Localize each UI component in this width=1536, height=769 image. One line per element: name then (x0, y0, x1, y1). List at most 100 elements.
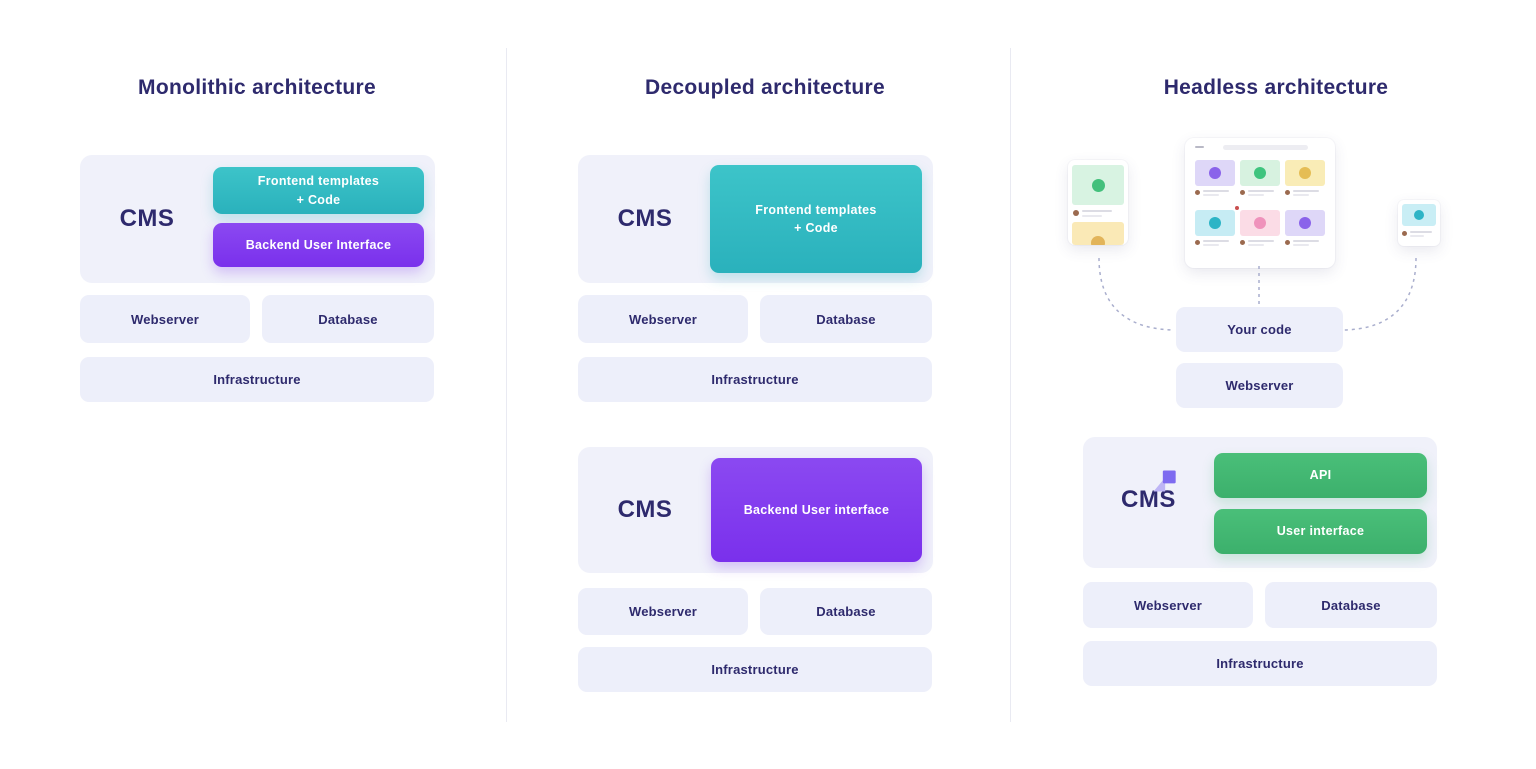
decoupled-frontend-cms-block: CMS Frontend templates + Code (578, 155, 933, 283)
cms-label: CMS (1121, 486, 1176, 513)
connector-right (1343, 257, 1417, 331)
cursor-dot-icon (1235, 206, 1239, 210)
image-tile (1240, 160, 1280, 186)
connector-lines (1098, 257, 1417, 331)
backend-ui-box: Backend User interface (711, 458, 922, 562)
cms-label: CMS (617, 496, 673, 523)
infrastructure-label: Infrastructure (711, 372, 799, 387)
infrastructure-label: Infrastructure (711, 662, 799, 677)
text-line (1410, 235, 1424, 237)
menu-icon (1195, 146, 1204, 148)
text-line (1203, 244, 1219, 246)
image-placeholder-icon (1299, 217, 1311, 229)
backend-label: Backend User interface (743, 502, 890, 517)
avatar (1073, 210, 1079, 216)
webserver-chip: Webserver (80, 295, 250, 343)
infrastructure-label: Infrastructure (213, 372, 301, 387)
webserver-label: Webserver (628, 311, 698, 327)
text-line (1293, 194, 1309, 196)
avatar (1240, 240, 1245, 245)
text-line (1293, 240, 1319, 242)
text-line (1082, 215, 1102, 217)
backend-ui-box: Backend User Interface (213, 223, 424, 267)
infrastructure-chip: Infrastructure (80, 357, 434, 402)
your-code-label: Your code (1227, 322, 1292, 337)
database-chip: Database (760, 588, 932, 635)
database-chip: Database (1265, 582, 1437, 628)
webserver-chip: Webserver (578, 295, 748, 343)
avatar (1285, 240, 1290, 245)
image-placeholder-icon (1254, 167, 1266, 179)
image-tile (1402, 204, 1436, 226)
column-divider (506, 48, 507, 722)
infrastructure-chip: Infrastructure (578, 647, 932, 692)
cms-logo-icon (1153, 470, 1176, 492)
image-tile (1240, 210, 1280, 236)
webserver-top-chip: Webserver (1176, 363, 1343, 408)
database-chip: Database (262, 295, 434, 343)
api-box: API (1214, 453, 1427, 498)
connector-left (1098, 257, 1175, 331)
search-bar (1223, 145, 1308, 150)
database-chip: Database (760, 295, 932, 343)
image-placeholder-icon (1209, 217, 1221, 229)
image-placeholder-icon (1092, 179, 1105, 192)
text-line (1293, 244, 1309, 246)
text-line (1293, 190, 1319, 192)
image-placeholder-icon (1091, 236, 1105, 245)
webserver-label: Webserver (1225, 378, 1294, 393)
backend-label: Backend User Interface (245, 237, 392, 252)
monolithic-cms-block: CMS Frontend templates + Code Backend Us… (80, 155, 435, 283)
text-line (1248, 194, 1264, 196)
database-label: Database (318, 311, 378, 327)
text-line (1248, 190, 1274, 192)
database-label: Database (1321, 597, 1381, 613)
image-tile (1285, 210, 1325, 236)
infrastructure-chip: Infrastructure (1083, 641, 1437, 686)
webserver-chip: Webserver (578, 588, 748, 635)
image-tile (1072, 222, 1124, 245)
phone-mockup-icon (1068, 160, 1128, 245)
avatar (1402, 231, 1407, 236)
monolithic-title: Monolithic architecture (138, 76, 376, 99)
text-line (1203, 190, 1229, 192)
text-line (1203, 194, 1219, 196)
decoupled-backend-cms-block: CMS Backend User interface (578, 447, 933, 573)
user-interface-box: User interface (1214, 509, 1427, 554)
decoupled-title: Decoupled architecture (645, 76, 885, 99)
headless-cms-block: CMS API User interface (1083, 437, 1437, 568)
avatar (1195, 190, 1200, 195)
cms-label: CMS (119, 205, 175, 232)
image-tile (1195, 210, 1235, 236)
infrastructure-chip: Infrastructure (578, 357, 932, 402)
frontend-line1: Frontend templates (257, 174, 380, 189)
text-line (1203, 240, 1229, 242)
frontend-line2: + Code (296, 192, 341, 207)
image-placeholder-icon (1299, 167, 1311, 179)
webserver-label: Webserver (1133, 597, 1203, 613)
cms-label: CMS (617, 205, 673, 232)
frontend-templates-box: Frontend templates + Code (710, 165, 922, 273)
frontend-templates-box: Frontend templates + Code (213, 167, 424, 214)
frontend-line1: Frontend templates (755, 202, 877, 217)
user-interface-label: User interface (1276, 524, 1365, 539)
avatar (1240, 190, 1245, 195)
text-line (1248, 240, 1274, 242)
avatar (1195, 240, 1200, 245)
image-tile (1195, 160, 1235, 186)
text-line (1082, 210, 1112, 212)
text-line (1410, 231, 1432, 233)
webserver-chip: Webserver (1083, 582, 1253, 628)
frontend-line2: + Code (794, 221, 838, 235)
image-placeholder-icon (1414, 210, 1424, 220)
text-line (1248, 244, 1264, 246)
database-label: Database (816, 604, 876, 619)
database-label: Database (816, 311, 876, 327)
avatar (1285, 190, 1290, 195)
headless-title: Headless architecture (1163, 76, 1389, 99)
column-divider (1010, 48, 1011, 722)
webserver-label: Webserver (628, 604, 698, 619)
tablet-mockup-icon (1185, 138, 1335, 268)
webserver-label: Webserver (130, 311, 200, 327)
